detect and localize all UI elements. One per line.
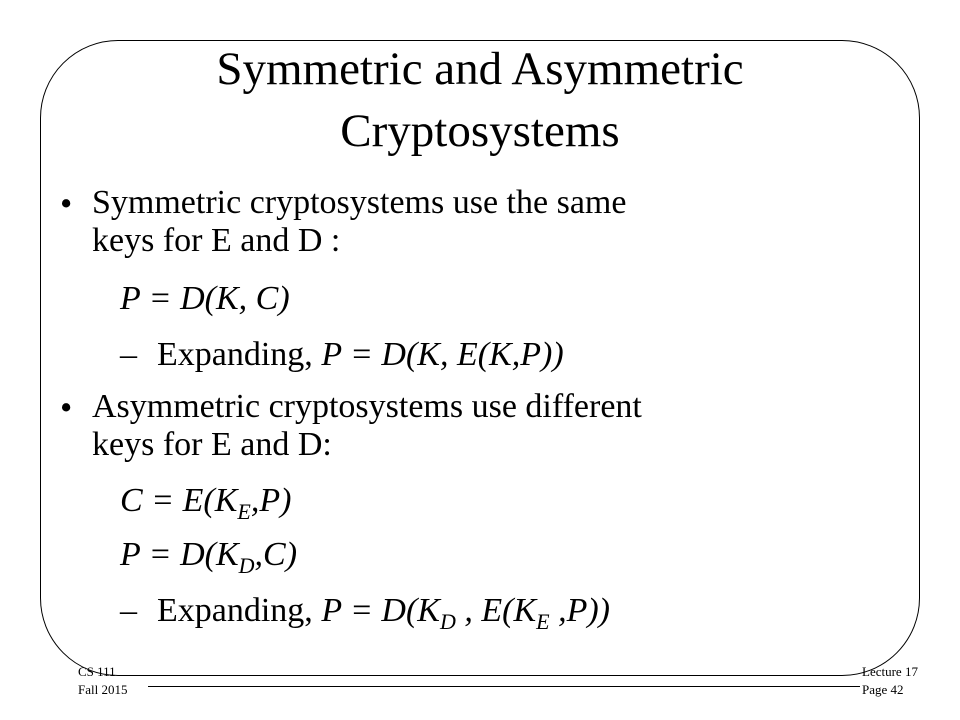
sub-formula-part-3: ,P)) (549, 592, 611, 629)
bullet-1-sub-formula: P = D(K, E(K,P)) (321, 336, 564, 373)
formula-encrypt-subscript: E (237, 499, 251, 524)
formula-decrypt-part-1: P = D(K (120, 536, 239, 573)
sub-formula-subscript-2: E (536, 609, 550, 634)
formula-decrypt-part-2: ,C) (254, 536, 298, 573)
footer-term: Fall 2015 (78, 682, 128, 697)
sub-formula-subscript-1: D (439, 609, 456, 634)
bullet-1-glyph: • (60, 184, 73, 223)
bullet-2-line-2: keys for E and D: (92, 426, 332, 463)
footer-page: Page 42 (862, 682, 904, 697)
bullet-2-formula-encrypt: C = E(KE,P) (120, 482, 292, 523)
bullet-2-sub-item: Expanding, P = D(KD , E(KE ,P)) (157, 592, 611, 633)
formula-decrypt-subscript: D (238, 553, 255, 578)
bullet-1-formula: P = D(K, C) (120, 280, 290, 317)
bullet-1-sub-prefix: Expanding, (157, 336, 313, 373)
footer-course: CS 111 (78, 664, 116, 679)
bullet-1-sub-dash: – (120, 336, 137, 373)
bullet-2-formula-decrypt: P = D(KD,C) (120, 536, 298, 577)
sub-formula-part-2: , E(K (455, 592, 537, 629)
bullet-1-line-1: Symmetric cryptosystems use the same (92, 184, 627, 221)
slide-title: Symmetric and Asymmetric Cryptosystems (40, 38, 920, 162)
footer-divider (148, 686, 860, 687)
footer-course-info: CS 111 Fall 2015 (78, 663, 127, 699)
title-line-2: Cryptosystems (340, 105, 620, 157)
bullet-1-sub-item: Expanding, P = D(K, E(K,P)) (157, 336, 564, 374)
bullet-1-line-2: keys for E and D : (92, 222, 341, 259)
bullet-2-sub-dash: – (120, 592, 137, 629)
formula-encrypt-part-1: C = E(K (120, 482, 238, 519)
slide-frame (40, 40, 920, 676)
bullet-2-glyph: • (60, 388, 73, 427)
footer-lecture: Lecture 17 (862, 664, 918, 679)
sub-formula-part-1: P = D(K (321, 592, 440, 629)
formula-encrypt-part-2: ,P) (250, 482, 292, 519)
footer-lecture-info: Lecture 17 Page 42 (862, 663, 918, 699)
bullet-2-line-1: Asymmetric cryptosystems use different (92, 388, 642, 425)
title-line-1: Symmetric and Asymmetric (206, 43, 754, 95)
bullet-2-sub-formula: P = D(KD , E(KE ,P)) (321, 592, 611, 633)
bullet-2-sub-prefix: Expanding, (157, 592, 313, 629)
